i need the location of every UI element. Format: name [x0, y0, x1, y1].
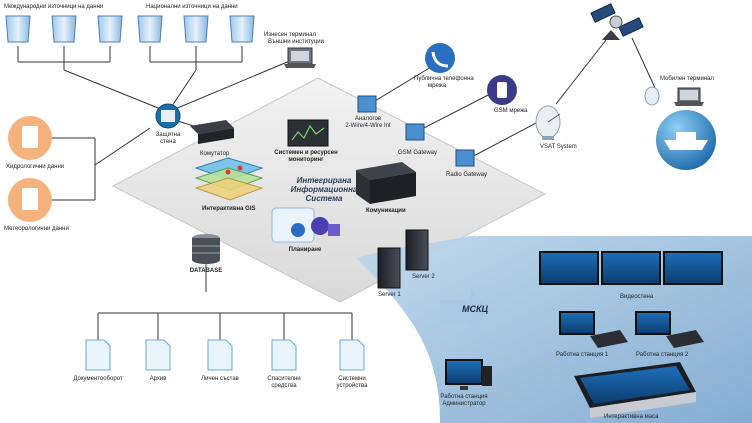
radio-gateway-label: Radio Gateway: [446, 172, 488, 178]
international-sources-label: Международни източници на данни: [4, 4, 104, 10]
admin-workstation-label-1: Работна станция: [440, 394, 488, 400]
planning-icon: [271, 207, 340, 243]
pstn-label-2: мрежа: [428, 83, 447, 89]
workstation-1-label: Работна станция 1: [556, 352, 609, 358]
database-label: DATABASE: [189, 268, 223, 274]
monitoring-label-2: мониторинг: [288, 157, 324, 163]
gsm-network-label: GSM мрежа: [494, 108, 528, 114]
gsm-gateway-icon: [405, 123, 425, 141]
hydro-data-label: Хидрологични данни: [6, 164, 65, 170]
admin-workstation-icon: [445, 359, 492, 390]
planning-label: Планиране: [288, 247, 322, 253]
communications-device-icon: [356, 162, 416, 204]
meteo-data-label: Метеорологични данни: [4, 226, 69, 232]
gsm-gateway-label: GSM Gateway: [398, 150, 438, 156]
analog-interface-icon: [357, 95, 377, 113]
system-devices-label-1: Системни: [338, 376, 366, 382]
monitoring-icon: [287, 119, 329, 147]
pstn-phone-icon: [425, 43, 455, 73]
documents-icons: [85, 339, 365, 371]
national-sources-label: Национални източници на данни: [146, 4, 238, 10]
integrated-system-title-line-3: Система: [305, 194, 343, 203]
integrated-system-title-line-1: Интегрирана: [296, 176, 352, 185]
radio-gateway-icon: [455, 149, 475, 167]
touch-table-label: Интерактивна маса: [604, 414, 659, 420]
firewall-label-2: стена: [160, 139, 176, 145]
vsat-label: VSAT System: [540, 144, 577, 150]
switch-label: Комутатор: [200, 151, 230, 157]
database-icon: [192, 234, 220, 264]
server-1-label: Server 1: [378, 292, 401, 298]
international-sources: [5, 15, 123, 43]
server-2-icon: [405, 229, 429, 271]
integrated-system-title-line-2: Информационна: [290, 185, 358, 194]
rescue-label-1: Спасителни: [267, 376, 301, 382]
rescue-label-2: средства: [271, 383, 297, 389]
analog-interface-label-2: 2-Wire/4-Wire Int: [345, 123, 391, 129]
remote-terminal-label-2: Външни институции: [268, 39, 324, 45]
workstation-2-label: Работна станция 2: [636, 352, 689, 358]
gis-label: Интерактивна GIS: [202, 206, 256, 212]
hydro-data-icon: [8, 116, 52, 160]
workstation-1-icon: [559, 311, 628, 348]
mobile-vehicle-icon: [656, 110, 716, 170]
gsm-network-icon: [487, 75, 517, 105]
workstation-2-icon: [635, 311, 704, 348]
satellite-icon: [590, 3, 644, 40]
communications-label: Комуникации: [366, 208, 406, 214]
vsat-dish-icon: [535, 105, 561, 140]
server-1-icon: [377, 247, 401, 289]
video-wall-label: Видеостена: [620, 294, 654, 300]
archive-label: Архив: [149, 376, 167, 382]
switch-icon: [190, 120, 234, 144]
remote-terminal-icon: [284, 47, 316, 68]
video-wall-icon: [539, 251, 723, 285]
monitoring-label-1: Системен и ресурсен: [274, 150, 338, 156]
gis-map-icon: [194, 157, 264, 201]
integrated-system-title: Интегрирана Информационна Система: [282, 176, 366, 203]
mscc-label: МСКЦ: [462, 304, 489, 314]
mscc-arrow: [440, 286, 490, 338]
admin-workstation-label-2: Администратор: [442, 401, 486, 407]
doc-flow-label: Документооборот: [73, 376, 123, 382]
mobile-terminal-label: Мобилен терминал: [660, 76, 714, 82]
staff-label: Личен състав: [201, 376, 239, 382]
firewall-icon: [155, 103, 181, 129]
mobile-terminal-icon: [644, 86, 704, 106]
remote-terminal-label-1: Изнесен терминал: [264, 32, 317, 38]
pstn-label-1: Публична телефонна: [414, 76, 474, 82]
meteo-data-icon: [8, 178, 52, 222]
touch-table-icon: [574, 362, 696, 418]
system-devices-label-2: устройства: [336, 383, 368, 389]
firewall-label-1: Защитна: [155, 132, 181, 138]
national-sources: [137, 15, 255, 43]
server-2-label: Server 2: [412, 274, 435, 280]
analog-interface-label-1: Аналогов: [354, 116, 382, 122]
